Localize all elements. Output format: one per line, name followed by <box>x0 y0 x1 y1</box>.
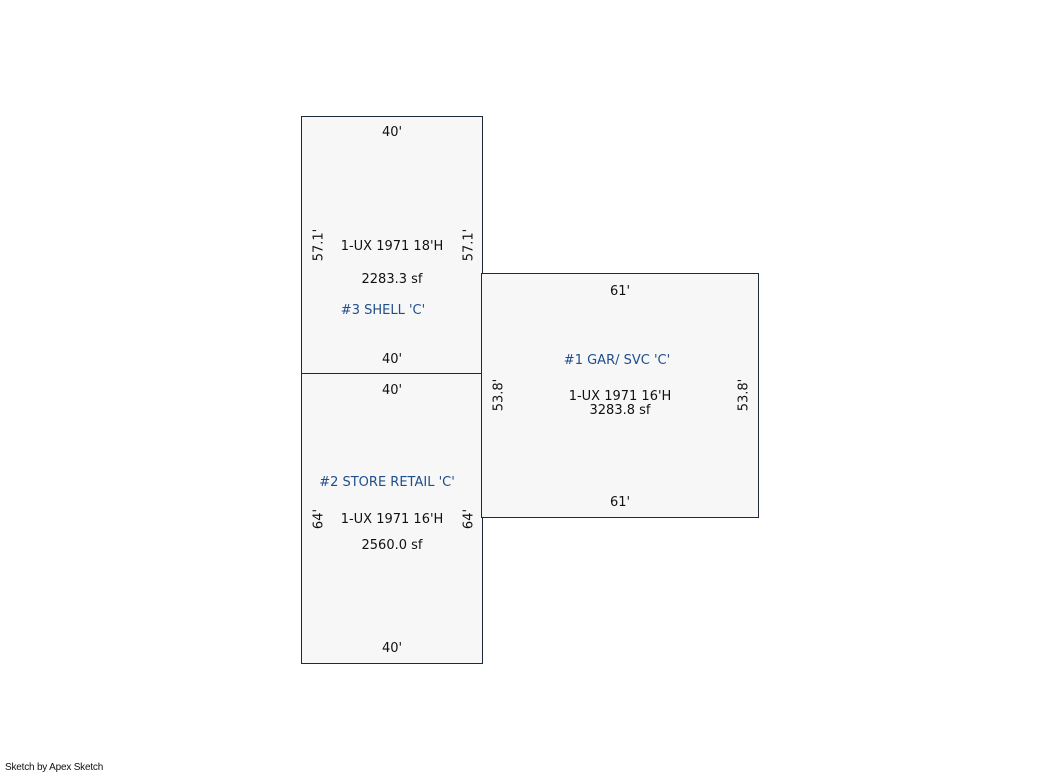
shell-right-dim: 57.1' <box>461 228 477 262</box>
garage-bottom-dim: 61' <box>609 495 631 510</box>
store-top-dim: 40' <box>381 383 403 398</box>
garage-top-dim: 61' <box>609 284 631 299</box>
area-garage-service <box>481 273 759 518</box>
store-desc: 1-UX 1971 16'H <box>340 512 444 527</box>
garage-right-dim: 53.8' <box>736 378 752 412</box>
shell-desc: 1-UX 1971 18'H <box>340 239 444 254</box>
store-area: 2560.0 sf <box>361 538 423 553</box>
area-shell <box>301 116 483 374</box>
sketch-credit: Sketch by Apex Sketch <box>5 762 104 773</box>
store-right-dim: 64' <box>461 508 477 530</box>
garage-left-dim: 53.8' <box>491 378 507 412</box>
garage-desc: 1-UX 1971 16'H <box>568 389 672 404</box>
store-bottom-dim: 40' <box>381 641 403 656</box>
store-left-dim: 64' <box>311 508 327 530</box>
garage-name: #1 GAR/ SVC 'C' <box>563 353 671 368</box>
garage-area: 3283.8 sf <box>589 403 651 418</box>
shell-area: 2283.3 sf <box>361 272 423 287</box>
shell-name: #3 SHELL 'C' <box>340 303 426 318</box>
area-store-retail <box>301 373 483 664</box>
shell-left-dim: 57.1' <box>311 228 327 262</box>
shell-top-dim: 40' <box>381 125 403 140</box>
shell-bottom-dim: 40' <box>381 352 403 367</box>
store-name: #2 STORE RETAIL 'C' <box>319 475 455 490</box>
